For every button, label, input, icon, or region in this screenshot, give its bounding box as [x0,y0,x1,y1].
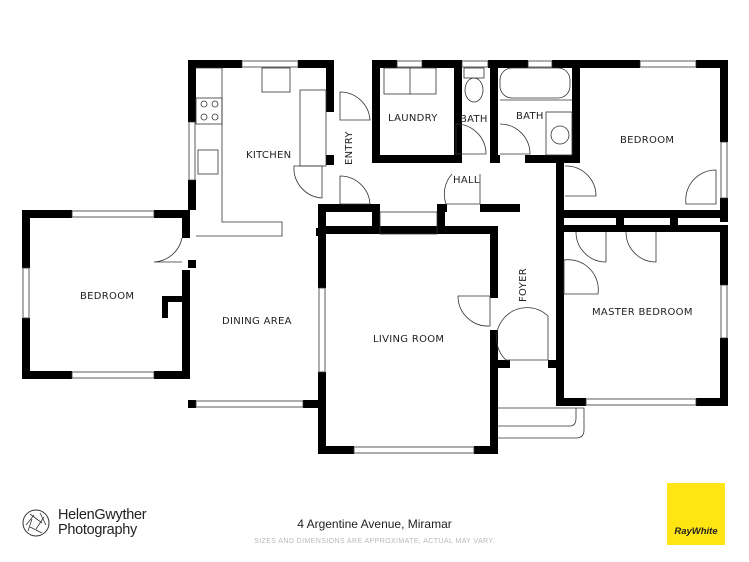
walls [22,60,728,454]
room-label-bedroom-left: BEDROOM [80,291,134,302]
room-label-hall: HALL [453,175,480,186]
property-address: 4 Argentine Avenue, Miramar [297,517,452,531]
room-label-bath-main: BATH [516,111,544,122]
ray-white-logo: RayWhite [667,483,725,545]
photographer-brand: HelenGwyther Photography [22,507,147,538]
photographer-name: HelenGwyther [58,507,147,523]
disclaimer: SIZES AND DIMENSIONS ARE APPROXIMATE, AC… [254,538,495,545]
fixtures [22,60,728,454]
room-label-bath-small: BATH [460,114,488,125]
room-label-entry: ENTRY [344,131,355,165]
room-label-bedroom-top-right: BEDROOM [620,135,674,146]
ray-white-logo-text: RayWhite [674,526,718,537]
room-label-kitchen: KITCHEN [246,150,291,161]
room-label-living-room: LIVING ROOM [373,334,444,345]
photographer-subtitle: Photography [58,522,137,538]
room-label-laundry: LAUNDRY [388,113,438,124]
room-label-master-bedroom: MASTER BEDROOM [592,307,693,318]
camera-aperture-icon [22,509,50,537]
floor-plan: KITCHEN ENTRY LAUNDRY BATH BATH BEDROOM … [22,60,728,454]
room-label-dining-area: DINING AREA [222,316,292,327]
room-label-foyer: FOYER [518,268,529,302]
